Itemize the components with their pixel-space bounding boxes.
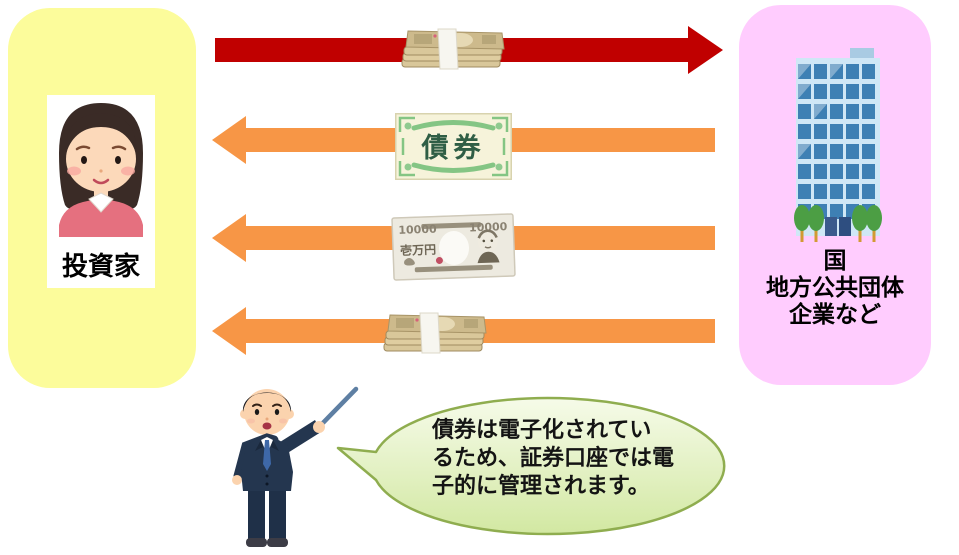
tree-icon xyxy=(794,205,882,242)
office-building-icon xyxy=(794,48,882,242)
issuer-label-line: 国 xyxy=(823,248,847,274)
investor-card: 投資家 xyxy=(8,8,196,388)
pointer-stick xyxy=(315,386,359,431)
speech-bubble xyxy=(336,396,726,536)
bond-certificate-icon: 債券 xyxy=(395,113,512,180)
presenter-man-icon xyxy=(232,386,359,547)
banknote-icon: 10000 10000 壱万円 xyxy=(391,213,516,281)
investor-label: 投資家 xyxy=(61,252,140,282)
woman-investor-icon xyxy=(59,103,143,237)
investor-figure: 投資家 xyxy=(47,95,155,288)
issuer-label: 国 地方公共団体 企業など xyxy=(739,248,931,329)
issuer-label-line: 地方公共団体 xyxy=(766,275,904,301)
money-stack-icon xyxy=(383,312,487,354)
banknote-value: 10000 xyxy=(469,220,508,234)
speech-bubble-line: 債券は電子化されてい xyxy=(432,418,652,443)
bond-label: 債券 xyxy=(421,132,486,164)
issuer-card: 国 地方公共団体 企業など xyxy=(739,5,931,385)
speech-bubble-line: 子的に管理されます。 xyxy=(432,474,650,499)
issuer-label-line: 企業など xyxy=(789,302,881,328)
speech-bubble-text: 債券は電子化されてい るため、証券口座では電 子的に管理されます。 xyxy=(432,417,722,501)
speech-bubble-line: るため、証券口座では電 xyxy=(432,446,675,471)
banknote-denomination: 壱万円 xyxy=(400,242,437,258)
money-stack-icon xyxy=(401,28,505,70)
banknote-value: 10000 xyxy=(398,223,437,237)
